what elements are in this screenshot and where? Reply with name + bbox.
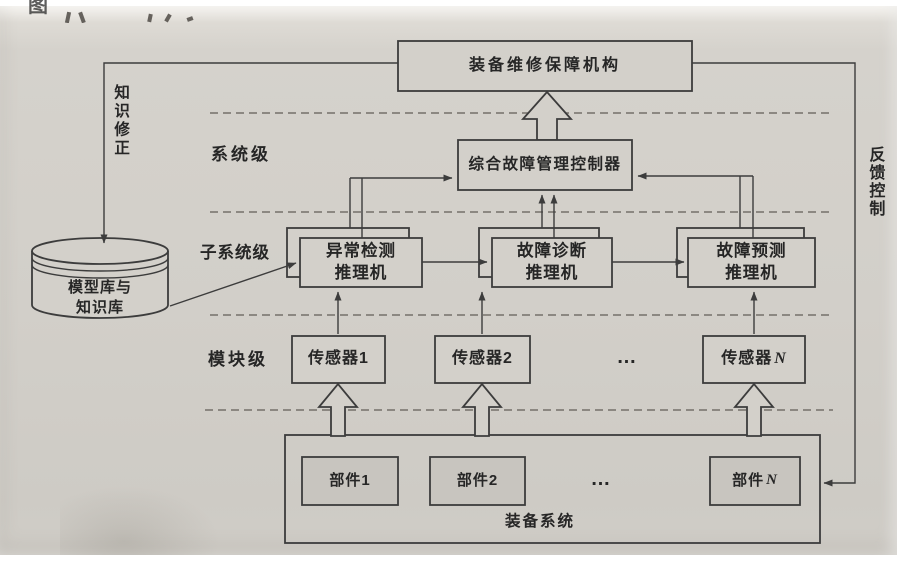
- component-1-box: [301, 456, 399, 506]
- block-arrows: [317, 90, 775, 437]
- feedback-control-line: [692, 62, 856, 487]
- anomaly-detector-label-line2: 推理机: [334, 263, 388, 282]
- fault-controller-label: 综合故障管理控制器: [468, 155, 622, 173]
- knowledge-base-label-line1: 模型库与: [67, 279, 132, 297]
- fault-controller-box: [457, 139, 633, 191]
- knowledge-base-label-line2: 知识库: [75, 299, 124, 316]
- sensor-n-variable: N: [774, 350, 787, 368]
- block-arrow-system-to-sensor1: [317, 382, 359, 437]
- component-n-box: [709, 456, 801, 506]
- fault-predictor-label-line1: 故障预测: [716, 241, 787, 260]
- component-n-label: 部件: [732, 472, 765, 490]
- cylinder-top: [31, 237, 169, 265]
- block-arrow-system-to-sensorN: [733, 382, 775, 437]
- fault-diagnoser-label-line1: 故障诊断: [517, 241, 587, 260]
- knowledge-correction-line: [100, 62, 398, 244]
- block-arrow-system-to-sensor2: [461, 382, 503, 437]
- fault-predictor-box: [687, 237, 816, 288]
- cylinder-ring-1: [31, 257, 169, 272]
- component-1-label: 部件1: [329, 472, 371, 490]
- cylinder-ring-2: [31, 264, 169, 279]
- sensors-ellipsis: …: [616, 346, 638, 368]
- sensor-2-label: 传感器2: [452, 350, 513, 368]
- sensor-n-box: [702, 335, 806, 384]
- diagram-boxes: [286, 40, 816, 506]
- sensor-2-box: [434, 335, 531, 384]
- sensor-n-label: 传感器: [721, 350, 773, 368]
- component-2-label: 部件2: [456, 472, 499, 490]
- maintenance-org-box: [397, 40, 693, 92]
- fault-predictor-label-line2: 推理机: [725, 263, 778, 282]
- anomaly-detector-box: [299, 237, 423, 288]
- component-n-variable: N: [766, 472, 778, 489]
- component-2-box: [429, 456, 526, 506]
- maintenance-org-label: 装备维修保障机构: [468, 56, 621, 74]
- fault-diagnoser-box: [491, 237, 613, 288]
- subsystem-level-label: 子系统级: [200, 244, 270, 263]
- system-level-label: 系统级: [211, 144, 271, 164]
- module-level-label: 模块级: [208, 349, 268, 369]
- sensor-1-box: [291, 335, 386, 384]
- cylinder-body: [31, 251, 169, 319]
- block-arrow-controller-to-org: [520, 90, 574, 141]
- components-ellipsis: …: [590, 468, 612, 490]
- anomaly-detector-label-line1: 异常检测: [326, 241, 396, 260]
- equipment-system-container: [284, 434, 821, 544]
- connector-lines: [100, 62, 856, 487]
- sensor-1-label: 传感器1: [308, 350, 369, 368]
- caption-fragment: 图: [28, 0, 248, 23]
- equipment-system-label: 装备系统: [504, 512, 575, 530]
- feedback-control-label: 反馈控制: [866, 146, 884, 218]
- knowledgebase-to-anomaly-line: [169, 262, 297, 307]
- level-separator-dashed-lines: [205, 112, 833, 411]
- knowledge-base-cylinder: [31, 237, 169, 319]
- fault-diagnoser-label-line2: 推理机: [525, 263, 579, 282]
- knowledge-correction-label: 知识修正: [112, 84, 130, 158]
- caption-text: 图: [28, 0, 50, 17]
